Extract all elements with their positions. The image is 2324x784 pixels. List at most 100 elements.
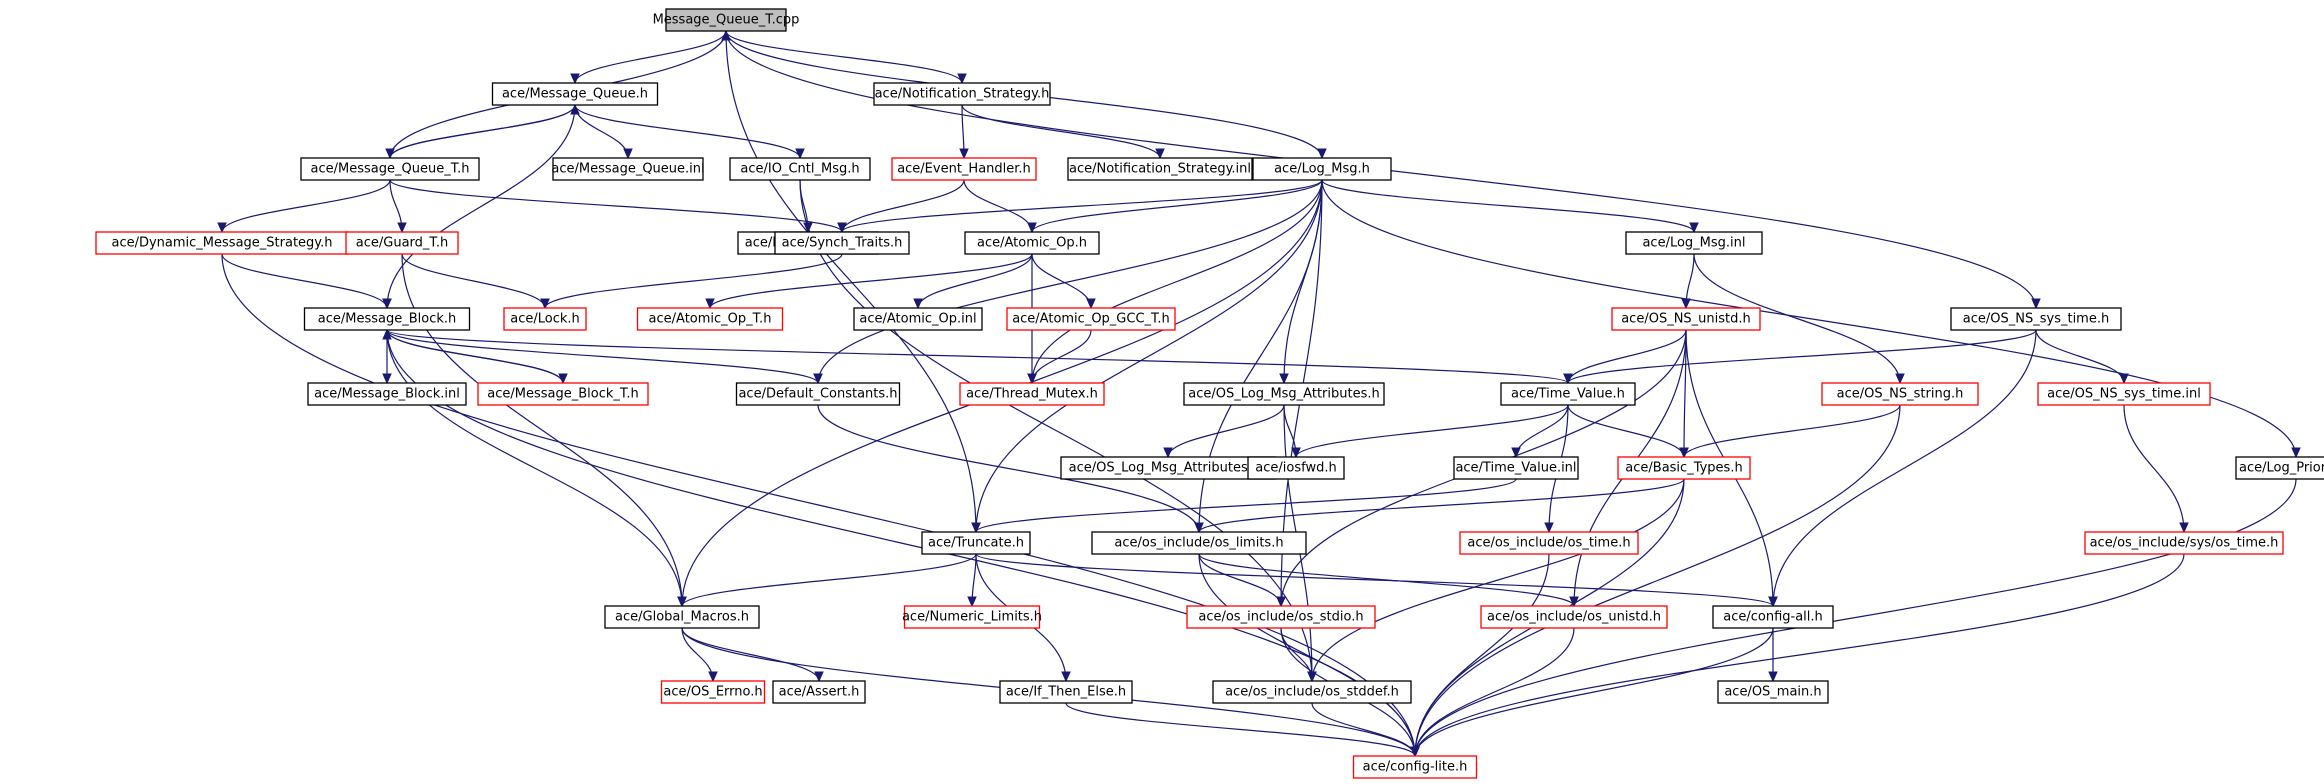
node-box[interactable] [1006,307,1176,331]
node-box[interactable] [959,382,1105,406]
node-box[interactable] [1212,680,1412,704]
node-ace-os-main-h[interactable]: ace/OS_main.h [1717,680,1829,704]
node-box[interactable] [1480,605,1668,629]
node-label: ace/Message_Block.inl [314,387,460,402]
node-box[interactable] [772,680,866,704]
node-ace-atomic-op-inl[interactable]: ace/Atomic_Op.inl [853,307,983,331]
node-ace-atomic-op-gcc-t-h[interactable]: ace/Atomic_Op_GCC_T.h [1006,307,1176,331]
node-box[interactable] [891,157,1037,181]
node-box[interactable] [1821,382,1979,406]
node-box[interactable] [665,8,787,32]
node-ace-message-block-h[interactable]: ace/Message_Block.h [303,307,471,331]
node-ace-truncate-h[interactable]: ace/Truncate.h [921,531,1031,555]
node-box[interactable] [729,157,871,181]
node-box[interactable] [1617,456,1751,480]
node-ace-os-ns-unistd-h[interactable]: ace/OS_NS_unistd.h [1611,307,1761,331]
node-ace-synch-traits-h[interactable]: ace/Synch_Traits.h [774,231,910,255]
node-ace-dynamic-message-strategy-h[interactable]: ace/Dynamic_Message_Strategy.h [95,231,349,255]
node-box[interactable] [999,680,1133,704]
node-ace-log-msg-inl[interactable]: ace/Log_Msg.inl [1625,231,1763,255]
node-ace-if-then-else-h[interactable]: ace/If_Then_Else.h [999,680,1133,704]
node-ace-os-log-msg-attributes-inl[interactable]: ace/OS_Log_Msg_Attributes.inl [1060,456,1276,480]
node-box[interactable] [2235,456,2324,480]
node-box[interactable] [1625,231,1763,255]
node-ace-config-all-h[interactable]: ace/config-all.h [1712,605,1834,629]
node-box[interactable] [873,82,1051,106]
node-box[interactable] [964,231,1100,255]
node-ace-default-constants-h[interactable]: ace/Default_Constants.h [735,382,901,406]
node-message-queue-t-cpp[interactable]: Message_Queue_T.cpp [653,8,800,32]
node-ace-guard-t-h[interactable]: ace/Guard_T.h [345,231,459,255]
node-box[interactable] [1352,755,1478,779]
node-box[interactable] [774,231,910,255]
node-ace-atomic-op-t-h[interactable]: ace/Atomic_Op_T.h [636,307,784,331]
node-box[interactable] [1067,157,1253,181]
node-ace-iosfwd-h[interactable]: ace/iosfwd.h [1247,456,1345,480]
node-box[interactable] [345,231,459,255]
node-box[interactable] [477,382,649,406]
node-ace-os-ns-string-h[interactable]: ace/OS_NS_string.h [1821,382,1979,406]
node-box[interactable] [735,382,901,406]
node-box[interactable] [1500,382,1636,406]
node-ace-os-ns-sys-time-inl[interactable]: ace/OS_NS_sys_time.inl [2037,382,2211,406]
node-ace-time-value-inl[interactable]: ace/Time_Value.inl [1453,456,1579,480]
node-box[interactable] [636,307,784,331]
node-ace-basic-types-h[interactable]: ace/Basic_Types.h [1617,456,1751,480]
node-ace-notification-strategy-h[interactable]: ace/Notification_Strategy.h [873,82,1051,106]
node-box[interactable] [1459,531,1639,555]
node-box[interactable] [1186,605,1376,629]
node-ace-os-include-sys-os-time-h[interactable]: ace/os_include/sys/os_time.h [2084,531,2284,555]
node-box[interactable] [303,307,471,331]
node-ace-thread-mutex-h[interactable]: ace/Thread_Mutex.h [959,382,1105,406]
node-box[interactable] [921,531,1031,555]
node-box[interactable] [2084,531,2284,555]
node-box[interactable] [2037,382,2211,406]
node-ace-global-macros-h[interactable]: ace/Global_Macros.h [604,605,760,629]
node-box[interactable] [300,157,480,181]
node-box[interactable] [1611,307,1761,331]
node-ace-log-priority-h[interactable]: ace/Log_Priority.h [2235,456,2324,480]
node-box[interactable] [903,605,1041,629]
node-box[interactable] [660,680,766,704]
node-box[interactable] [604,605,760,629]
node-ace-notification-strategy-inl[interactable]: ace/Notification_Strategy.inl [1067,157,1253,181]
node-box[interactable] [1183,382,1385,406]
node-ace-time-value-h[interactable]: ace/Time_Value.h [1500,382,1636,406]
node-box[interactable] [1247,456,1345,480]
node-box[interactable] [1091,531,1307,555]
node-ace-message-queue-inl[interactable]: ace/Message_Queue.inl [551,157,705,181]
node-box[interactable] [853,307,983,331]
node-ace-message-block-inl[interactable]: ace/Message_Block.inl [307,382,467,406]
node-ace-io-cntl-msg-h[interactable]: ace/IO_Cntl_Msg.h [729,157,871,181]
node-ace-config-lite-h[interactable]: ace/config-lite.h [1352,755,1478,779]
node-box[interactable] [1252,157,1392,181]
node-box[interactable] [503,307,587,331]
node-box[interactable] [1712,605,1834,629]
node-ace-os-errno-h[interactable]: ace/OS_Errno.h [660,680,766,704]
node-ace-lock-h[interactable]: ace/Lock.h [503,307,587,331]
node-ace-numeric-limits-h[interactable]: ace/Numeric_Limits.h [902,605,1042,629]
node-ace-message-queue-h[interactable]: ace/Message_Queue.h [491,82,659,106]
node-ace-message-block-t-h[interactable]: ace/Message_Block_T.h [477,382,649,406]
node-ace-os-ns-sys-time-h[interactable]: ace/OS_NS_sys_time.h [1950,307,2122,331]
node-label: ace/Thread_Mutex.h [966,387,1098,402]
node-ace-assert-h[interactable]: ace/Assert.h [772,680,866,704]
node-ace-log-msg-h[interactable]: ace/Log_Msg.h [1252,157,1392,181]
node-ace-atomic-op-h[interactable]: ace/Atomic_Op.h [964,231,1100,255]
node-ace-os-log-msg-attributes-h[interactable]: ace/OS_Log_Msg_Attributes.h [1183,382,1385,406]
node-box[interactable] [307,382,467,406]
node-box[interactable] [552,157,704,181]
node-box[interactable] [1453,456,1579,480]
edge-ace-os-ns-sys-time-h-to-ace-os-ns-sys-time-inl [2035,329,2129,385]
node-box[interactable] [1950,307,2122,331]
node-ace-os-include-os-stdio-h[interactable]: ace/os_include/os_stdio.h [1186,605,1376,629]
node-label: ace/os_include/os_limits.h [1114,536,1283,551]
node-box[interactable] [491,82,659,106]
node-box[interactable] [1717,680,1829,704]
node-ace-os-include-os-stddef-h[interactable]: ace/os_include/os_stddef.h [1212,680,1412,704]
node-ace-message-queue-t-h[interactable]: ace/Message_Queue_T.h [300,157,480,181]
node-ace-os-include-os-unistd-h[interactable]: ace/os_include/os_unistd.h [1480,605,1668,629]
node-ace-os-include-os-limits-h[interactable]: ace/os_include/os_limits.h [1091,531,1307,555]
node-ace-event-handler-h[interactable]: ace/Event_Handler.h [891,157,1037,181]
node-ace-os-include-os-time-h[interactable]: ace/os_include/os_time.h [1459,531,1639,555]
